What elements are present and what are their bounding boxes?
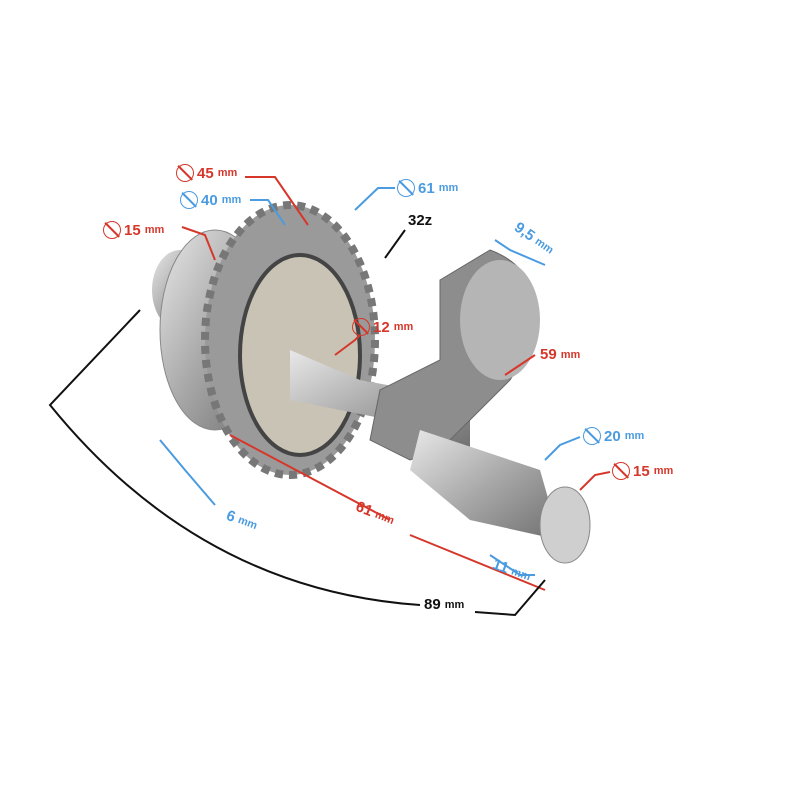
diameter-icon [180, 191, 198, 209]
value: 59 [540, 346, 557, 363]
unit: mm [144, 224, 165, 236]
leader-middle [334, 334, 361, 356]
leader-left-shaft [181, 226, 216, 261]
leader-gear-tip [354, 187, 395, 211]
unit: mm [221, 194, 242, 206]
unit: mm [560, 348, 581, 361]
line-pin-length [489, 554, 535, 576]
value: 40 [201, 191, 218, 209]
value: 15 [633, 462, 650, 480]
unit: mm [653, 465, 674, 477]
unit: mm [444, 598, 465, 611]
value: 12 [373, 318, 390, 336]
dim-teeth: 32z [408, 212, 432, 229]
unit: mm [624, 430, 645, 442]
line-gear-width [159, 439, 216, 506]
diameter-icon [583, 427, 601, 445]
unit: mm [438, 182, 459, 194]
value: 20 [604, 427, 621, 445]
value: 45 [197, 164, 214, 182]
diameter-icon [176, 164, 194, 182]
unit: mm [236, 513, 259, 532]
line-shaft-length [229, 434, 546, 591]
value: 89 [424, 596, 441, 613]
leader-gear-inner [250, 199, 286, 226]
diameter-icon [103, 221, 121, 239]
line-total-length [48, 309, 546, 617]
leader-collar [544, 436, 581, 461]
diameter-icon [612, 462, 630, 480]
leader-teeth [384, 229, 406, 259]
value: 15 [124, 221, 141, 239]
part [152, 201, 591, 564]
unit: mm [509, 564, 533, 583]
diameter-icon [352, 318, 370, 336]
unit: mm [217, 167, 238, 179]
leader-pin [579, 471, 611, 491]
leader-crank [504, 354, 536, 376]
value: 32z [408, 212, 433, 229]
leader-gear-outer [245, 176, 309, 226]
unit: mm [393, 321, 414, 333]
line-crank-web [494, 239, 546, 266]
value: 61 [418, 179, 435, 197]
diameter-icon [397, 179, 415, 197]
